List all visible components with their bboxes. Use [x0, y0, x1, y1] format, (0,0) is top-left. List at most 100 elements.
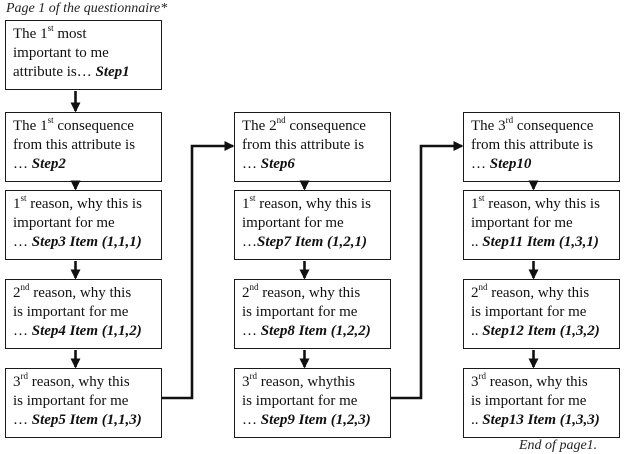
box-line: … Step8 Item (1,2,2) — [242, 322, 386, 341]
box-text: important for me — [13, 215, 115, 231]
box-text: reason, why this — [258, 285, 361, 301]
step-label: Step9 Item (1,2,3) — [260, 412, 371, 428]
ordinal-suffix: nd — [249, 282, 259, 292]
ordinal-suffix: st — [47, 115, 54, 125]
box-line: 2nd reason, why this — [242, 282, 386, 303]
box-line: … Step4 Item (1,1,2) — [13, 322, 157, 341]
box-line: important for me — [13, 214, 157, 233]
box-text: from this attribute is — [471, 137, 594, 153]
step-label: Step3 Item (1,1,1) — [31, 234, 142, 250]
box-text: … — [471, 156, 490, 172]
box-text: is important for me — [242, 304, 358, 320]
box-text: most — [53, 26, 87, 42]
box-line: important for me — [471, 214, 615, 233]
step-label: Step6 — [260, 156, 295, 172]
box-text: important to me — [13, 45, 109, 61]
box-text: from this attribute is — [13, 137, 136, 153]
box-text: The 1 — [13, 26, 48, 42]
step-label: Step10 — [489, 156, 532, 172]
box-text: is important for me — [13, 304, 129, 320]
box-text: 2 — [13, 285, 21, 301]
box-text: The 3 — [471, 118, 506, 134]
box-line: … Step6 — [242, 155, 386, 174]
box-text: 3 — [242, 374, 250, 390]
box-text: consequence — [513, 118, 594, 134]
box-line: from this attribute is — [471, 136, 615, 155]
box-text: .. — [471, 234, 483, 250]
step-label: Step12 Item (1,3,2) — [482, 323, 600, 339]
box-text: is important for me — [471, 393, 587, 409]
step-label: Step11 Item (1,3,1) — [482, 234, 599, 250]
box-text: … — [242, 323, 261, 339]
box-text: The 2 — [242, 118, 277, 134]
box-text: 1 — [471, 196, 479, 212]
step-label: Step13 Item (1,3,3) — [482, 412, 600, 428]
connector-col1-to-col2 — [162, 141, 235, 400]
box-text: … — [242, 234, 257, 250]
box-text: is important for me — [13, 393, 129, 409]
box-text: The 1 — [13, 118, 48, 134]
box-text: 3 — [471, 374, 479, 390]
box-text: important for me — [471, 215, 573, 231]
step-label: Step1 — [95, 64, 130, 80]
box-line: is important for me — [13, 303, 157, 322]
box-line: from this attribute is — [13, 136, 157, 155]
box-text: reason, why this — [29, 285, 132, 301]
box-text: 3 — [13, 374, 21, 390]
box-text: … — [13, 323, 32, 339]
ordinal-suffix: st — [249, 193, 256, 203]
box-text: attribute is… — [13, 64, 96, 80]
box-line: 1st reason, why this is — [13, 194, 157, 214]
footer-note: End of page1. — [519, 438, 598, 453]
box-text: 2 — [242, 285, 250, 301]
box-text: reason, why this is — [26, 196, 142, 212]
box-line: is important for me — [471, 392, 615, 411]
box-line: .. Step12 Item (1,3,2) — [471, 322, 615, 341]
box-text: reason, why this — [28, 374, 130, 390]
step-label: Step7 Item (1,2,1) — [257, 234, 367, 250]
ordinal-suffix: st — [47, 23, 54, 33]
ordinal-suffix: rd — [249, 371, 258, 381]
box-text: … — [13, 234, 32, 250]
box-line: 2nd reason, why this — [13, 283, 157, 303]
box-line: 1st reason, why this is — [242, 193, 386, 214]
ordinal-suffix: rd — [505, 115, 514, 125]
step-label: Step2 — [31, 156, 66, 172]
box-line: The 2nd consequence — [242, 116, 386, 136]
box-text: … — [242, 156, 261, 172]
box-line: The 1st consequence — [13, 115, 157, 136]
connector-col2-to-col3 — [391, 141, 464, 400]
ordinal-suffix: st — [478, 193, 485, 203]
box-text: reason, whythis — [257, 374, 355, 390]
step-label: Step5 Item (1,1,3) — [31, 412, 142, 428]
box-line: .. Step13 Item (1,3,3) — [471, 411, 615, 430]
box-text: reason, why this is — [255, 196, 371, 212]
box-text: … — [13, 156, 32, 172]
box-line: important for me — [242, 214, 386, 233]
box-text: consequence — [285, 118, 366, 134]
box-text: 1 — [242, 196, 250, 212]
box-text: from this attribute is — [242, 137, 365, 153]
box-line: is important for me — [242, 303, 386, 322]
box-line: is important for me — [13, 392, 157, 411]
box-text: is important for me — [242, 393, 358, 409]
box-text: .. — [471, 323, 483, 339]
box-line: from this attribute is — [242, 136, 386, 155]
box-line: The 1st most — [13, 23, 157, 44]
box-line: …Step7 Item (1,2,1) — [242, 233, 386, 252]
ordinal-suffix: nd — [478, 282, 488, 292]
step-label: Step8 Item (1,2,2) — [260, 323, 371, 339]
header-note: Page 1 of the questionnaire* — [6, 1, 168, 16]
box-line: The 3rd consequence — [471, 115, 615, 136]
box-line: 2nd reason, why this — [471, 282, 615, 303]
box-text: 1 — [13, 196, 21, 212]
